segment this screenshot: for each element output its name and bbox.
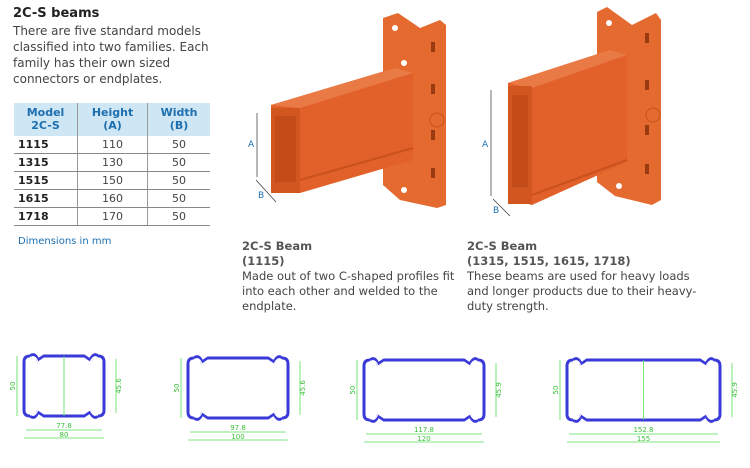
profile-cross-section: 50 45.6 77.880 xyxy=(9,353,123,439)
height-dimension: 50 xyxy=(9,382,17,391)
inner-width-dimension: 152.8 xyxy=(633,426,653,434)
beam-caption-heavy: 2C-S Beam (1315, 1515, 1615, 1718) These… xyxy=(467,239,707,314)
beam-models: (1115) xyxy=(242,254,285,268)
beam-name: 2C-S Beam xyxy=(242,239,313,253)
inner-width-dimension: 77.8 xyxy=(56,422,72,430)
dimension-label-a: A xyxy=(248,140,255,150)
cell-height: 150 xyxy=(77,171,148,190)
beam-description: These beams are used for heavy loads and… xyxy=(467,269,697,313)
beam-name: 2C-S Beam xyxy=(467,239,538,253)
cell-model: 1515 xyxy=(14,171,78,190)
height-dimension: 50 xyxy=(552,386,560,395)
cell-width: 50 xyxy=(147,207,210,226)
beam-models: (1315, 1515, 1615, 1718) xyxy=(467,254,631,268)
cell-height: 130 xyxy=(77,153,148,172)
cell-model: 1615 xyxy=(14,189,78,208)
cell-height: 170 xyxy=(77,207,148,226)
inner-width-dimension: 97.8 xyxy=(230,424,246,432)
dimension-label-a: A xyxy=(482,140,489,150)
cell-width: 50 xyxy=(147,136,210,154)
width-dimension: 120 xyxy=(417,435,430,443)
cell-model: 1718 xyxy=(14,207,78,226)
section-title: 2C-S beams xyxy=(13,6,100,21)
dimension-label-b: B xyxy=(258,191,264,201)
width-dimension: 100 xyxy=(231,433,244,441)
cell-height: 160 xyxy=(77,189,148,208)
header-height: Height(A) xyxy=(77,103,148,136)
inner-width-dimension: 117.8 xyxy=(414,426,434,434)
cell-width: 50 xyxy=(147,189,210,208)
dimension-label-b: B xyxy=(493,206,499,216)
cell-width: 50 xyxy=(147,171,210,190)
inner-height-dimension: 45.6 xyxy=(299,380,307,396)
intro-text: There are five standard models classifie… xyxy=(13,24,209,86)
inner-height-dimension: 45.9 xyxy=(731,382,739,398)
header-width: Width(B) xyxy=(147,103,210,136)
cell-width: 50 xyxy=(147,153,210,172)
beam-caption-1115: 2C-S Beam (1115) Made out of two C-shape… xyxy=(242,239,457,314)
height-dimension: 50 xyxy=(173,384,181,393)
cell-height: 110 xyxy=(77,136,148,154)
beam-description: Made out of two C-shaped profiles fit in… xyxy=(242,269,455,313)
beam-1115-illustration: A B xyxy=(248,13,446,208)
width-dimension: 80 xyxy=(60,431,69,439)
dimensions-note: Dimensions in mm xyxy=(18,236,112,247)
beam-heavy-illustration: A B xyxy=(482,7,661,217)
height-dimension: 50 xyxy=(349,386,357,395)
cell-model: 1315 xyxy=(14,153,78,172)
inner-height-dimension: 45.9 xyxy=(495,382,503,398)
inner-height-dimension: 45.6 xyxy=(115,378,123,394)
width-dimension: 155 xyxy=(637,435,650,443)
cell-model: 1115 xyxy=(14,136,78,154)
